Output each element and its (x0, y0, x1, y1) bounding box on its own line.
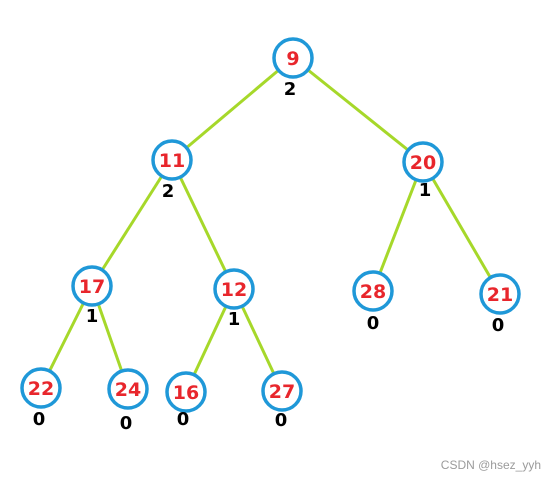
tree-node-27: 270 (261, 370, 303, 431)
node-circle (213, 268, 255, 310)
tree-node-28: 280 (352, 270, 394, 334)
tree-node-17: 171 (71, 265, 113, 327)
node-value: 16 (173, 382, 199, 404)
edge-n20-n21 (421, 161, 502, 295)
edge-n9-n20 (292, 56, 424, 164)
watermark: CSDN @hsez_yyh (440, 458, 541, 472)
node-circle (151, 139, 193, 181)
node-label: 1 (228, 309, 241, 330)
node-circle (402, 141, 444, 183)
node-value: 24 (115, 379, 141, 401)
node-value: 21 (487, 284, 513, 306)
tree-node-11: 112 (151, 139, 193, 202)
node-label: 0 (492, 315, 505, 336)
tree-node-16: 160 (165, 371, 207, 430)
edge-n11-n17 (90, 159, 174, 287)
node-value: 9 (286, 48, 299, 70)
node-value: 20 (410, 152, 436, 174)
node-value: 28 (360, 281, 386, 303)
node-value: 12 (221, 279, 247, 301)
node-circle (479, 273, 521, 315)
node-value: 11 (159, 150, 185, 172)
node-label: 1 (86, 306, 99, 327)
edge-n9-n11 (171, 56, 294, 162)
node-label: 0 (33, 409, 46, 430)
node-circle (272, 37, 314, 79)
node-circle (20, 367, 62, 409)
node-label: 0 (367, 313, 380, 334)
node-value: 17 (79, 276, 105, 298)
node-circle (107, 368, 149, 410)
tree-node-22: 220 (20, 367, 62, 430)
edge-n11-n12 (170, 159, 236, 290)
node-label: 0 (120, 413, 133, 434)
tree-node-21: 210 (479, 273, 521, 336)
tree-node-12: 121 (213, 268, 255, 330)
node-label: 0 (275, 410, 288, 431)
node-label: 0 (177, 409, 190, 430)
node-circle (352, 270, 394, 312)
node-circle (165, 371, 207, 413)
tree-node-20: 201 (402, 141, 444, 201)
tree-node-24: 24 0 (107, 368, 149, 434)
tree-edges (39, 56, 502, 393)
node-label: 1 (419, 180, 432, 201)
node-label: 2 (284, 79, 297, 100)
node-value: 27 (269, 381, 295, 403)
edge-n20-n28 (371, 161, 425, 292)
tree-node-9: 92 (272, 37, 314, 100)
node-circle (261, 370, 303, 412)
node-circle (71, 265, 113, 307)
node-value: 22 (28, 378, 54, 400)
node-label: 2 (162, 181, 175, 202)
